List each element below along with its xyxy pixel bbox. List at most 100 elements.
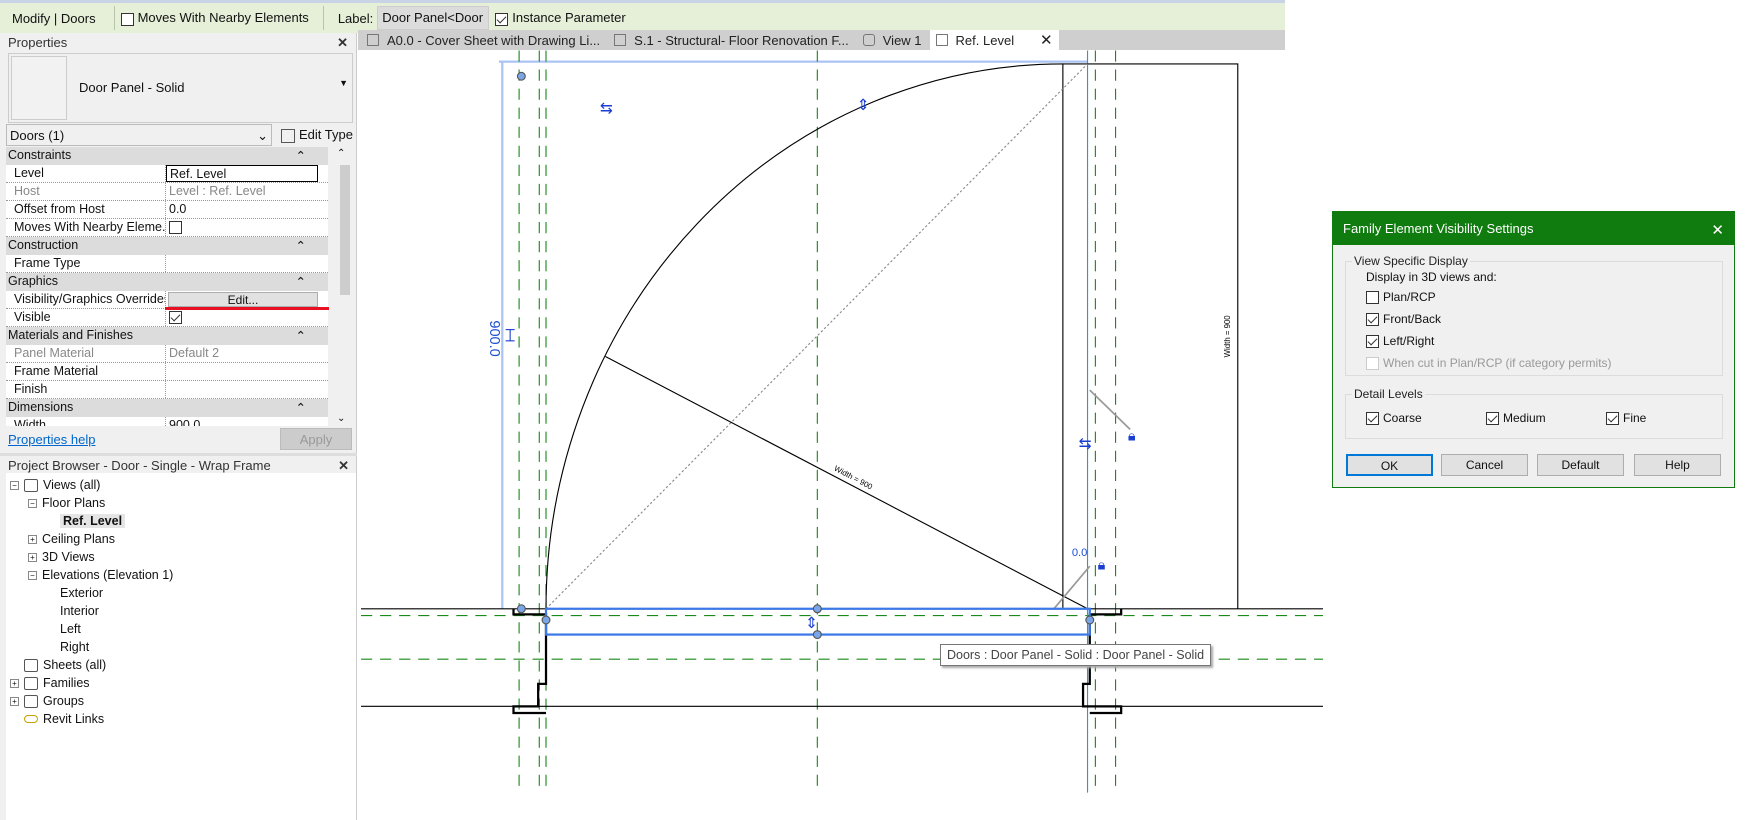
checkbox-box[interactable] <box>495 12 509 26</box>
property-value[interactable] <box>166 363 328 380</box>
collapse-icon[interactable]: ⌃ <box>295 239 306 253</box>
tree-item[interactable]: +Ceiling Plans <box>28 530 115 548</box>
properties-panel: Properties✕ Door Panel - Solid ▼ Doors (… <box>0 33 357 820</box>
help-button[interactable]: Help <box>1634 454 1721 476</box>
checkbox-box[interactable] <box>1486 411 1499 425</box>
collapse-icon[interactable]: − <box>28 570 37 580</box>
checkbox-box[interactable] <box>1366 312 1379 326</box>
display-option-checkbox[interactable]: Plan/RCP <box>1366 290 1436 304</box>
cancel-button[interactable]: Cancel <box>1441 454 1528 476</box>
close-icon[interactable]: ✕ <box>338 458 349 473</box>
property-name: Moves With Nearby Eleme... <box>6 219 166 236</box>
display-option-checkbox[interactable]: Left/Right <box>1366 334 1434 348</box>
edit-type-button[interactable]: Edit Type <box>278 124 356 146</box>
tree-item[interactable]: Right <box>46 638 89 656</box>
moves-with-nearby-checkbox[interactable]: Moves With Nearby Elements <box>120 10 309 26</box>
label-value: Door Panel<Door <box>382 10 484 25</box>
dropdown-arrow-icon[interactable]: ▼ <box>339 78 348 88</box>
expand-icon[interactable]: + <box>10 678 19 688</box>
property-value[interactable] <box>166 255 328 272</box>
instance-filter-dropdown[interactable]: Doors (1)⌄ <box>6 124 272 146</box>
property-group[interactable]: Graphics ⌃ <box>6 273 328 291</box>
checkbox-label: Front/Back <box>1383 312 1442 326</box>
checkbox-box[interactable] <box>120 12 134 26</box>
view-specific-group: View Specific Display <box>1345 254 1723 376</box>
scroll-down-icon[interactable]: ⌄ <box>337 413 346 424</box>
collapse-icon[interactable]: ⌃ <box>295 149 306 163</box>
scroll-thumb[interactable] <box>340 165 350 295</box>
property-group[interactable]: Constraints⌃ <box>6 147 328 165</box>
value-text: Ref. Level <box>170 167 227 181</box>
collapse-icon[interactable]: ⌃ <box>295 401 306 415</box>
property-checkbox[interactable] <box>169 221 182 235</box>
checkbox-box[interactable] <box>1606 411 1619 425</box>
property-name: Frame Type <box>6 255 166 272</box>
checkbox-box[interactable] <box>1366 290 1379 304</box>
collapse-icon[interactable]: ⌃ <box>295 329 306 343</box>
tree-item[interactable]: +Families <box>10 674 90 692</box>
property-group[interactable]: Construction⌃ <box>6 237 328 255</box>
tree-item[interactable]: +3D Views <box>28 548 95 566</box>
property-value[interactable] <box>166 381 328 398</box>
property-checkbox[interactable] <box>169 311 182 325</box>
close-icon[interactable]: ✕ <box>337 35 348 50</box>
tree-item[interactable]: −Floor Plans <box>28 494 105 512</box>
property-group[interactable]: Dimensions⌃ <box>6 399 328 417</box>
default-button[interactable]: Default <box>1537 454 1624 476</box>
property-name: Width <box>6 417 166 426</box>
property-value[interactable]: 900.0 <box>166 417 328 426</box>
property-value[interactable] <box>166 219 328 236</box>
collapse-icon[interactable]: − <box>10 480 19 490</box>
detail-level-checkbox[interactable]: Coarse <box>1366 411 1422 425</box>
flip-horizontal-icon: ⇆ <box>600 100 613 117</box>
value-text: 0.0 <box>169 202 187 216</box>
instance-parameter-checkbox[interactable]: Instance Parameter <box>495 10 626 26</box>
tree-item[interactable]: Revit Links <box>10 710 104 728</box>
expand-icon[interactable]: + <box>28 552 37 562</box>
scroll-up-icon[interactable]: ⌃ <box>337 148 346 159</box>
tree-item[interactable]: Exterior <box>46 584 103 602</box>
checkbox-box[interactable] <box>1366 334 1379 348</box>
tab-cover-sheet[interactable]: A0.0 - Cover Sheet with Drawing Li... <box>361 30 606 50</box>
detail-level-checkbox[interactable]: Fine <box>1606 411 1646 425</box>
tree-item[interactable]: Left <box>46 620 81 638</box>
tree-item[interactable]: −Views (all) <box>10 476 100 494</box>
apply-button[interactable]: Apply <box>280 428 352 450</box>
tab-structural[interactable]: S.1 - Structural- Floor Renovation F... <box>608 30 855 50</box>
property-group[interactable]: Materials and Finishes⌃ <box>6 327 328 345</box>
context-label: Modify | Doors <box>12 10 96 26</box>
display-option-checkbox[interactable]: Front/Back <box>1366 312 1441 326</box>
properties-scrollbar[interactable]: ⌃⌄ <box>330 147 352 426</box>
property-value[interactable] <box>166 309 328 326</box>
group-label: Graphics <box>8 274 59 288</box>
detail-level-checkbox[interactable]: Medium <box>1486 411 1546 425</box>
expand-icon[interactable]: + <box>28 534 37 544</box>
tree-item[interactable]: Ref. Level <box>46 512 126 530</box>
expand-icon[interactable]: + <box>10 696 19 706</box>
collapse-icon[interactable]: ⌃ <box>295 275 306 289</box>
tab-ref-level[interactable]: Ref. Level✕ <box>929 30 1059 50</box>
property-value[interactable]: Edit... <box>166 291 328 308</box>
tab-view-1[interactable]: View 1 <box>857 30 928 50</box>
close-icon[interactable]: ✕ <box>1711 222 1724 239</box>
tree-item[interactable]: −Elevations (Elevation 1) <box>28 566 173 584</box>
tree-item[interactable]: Sheets (all) <box>10 656 106 674</box>
checkbox-box[interactable] <box>1366 411 1379 425</box>
property-value[interactable]: Ref. Level <box>166 165 318 182</box>
ok-button[interactable]: OK <box>1346 454 1433 476</box>
edit-overrides-button[interactable]: Edit... <box>168 292 318 307</box>
label-dropdown[interactable]: Door Panel<Door ⌄ <box>377 6 490 30</box>
view-tabs: A0.0 - Cover Sheet with Drawing Li... S.… <box>358 30 1285 50</box>
checkbox-label: Medium <box>1503 411 1546 425</box>
properties-help-link[interactable]: Properties help <box>8 432 96 447</box>
sheets-icon <box>24 658 38 672</box>
tree-item[interactable]: Interior <box>46 602 99 620</box>
collapse-icon[interactable]: − <box>28 498 37 508</box>
close-tab-icon[interactable]: ✕ <box>1039 32 1053 49</box>
property-value[interactable]: 0.0 <box>166 201 328 218</box>
tree-item[interactable]: +Groups <box>10 692 84 710</box>
type-selector[interactable]: Door Panel - Solid ▼ <box>8 53 353 123</box>
